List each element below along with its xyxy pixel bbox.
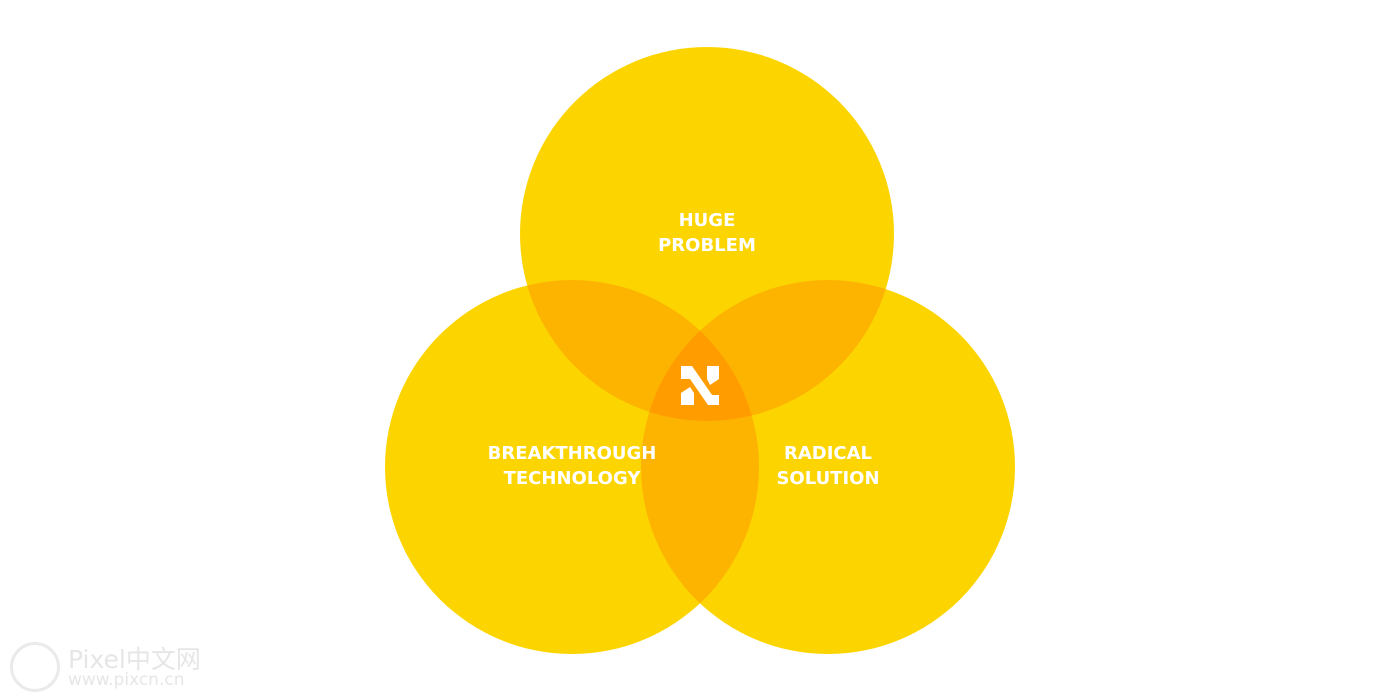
watermark-title: Pixel中文网 xyxy=(68,645,201,674)
label-solution: SOLUTION xyxy=(776,468,879,489)
watermark-url: www.pixcn.cn xyxy=(68,670,185,690)
label-technology: TECHNOLOGY xyxy=(504,468,642,489)
watermark-logo-icon xyxy=(10,642,60,692)
label-breakthrough: BREAKTHROUGH xyxy=(488,443,657,464)
overlap-top-right xyxy=(641,280,894,421)
label-radical: RADICAL xyxy=(784,443,872,464)
x-logo-icon xyxy=(681,366,719,405)
overlap-top-left xyxy=(520,280,759,421)
label-problem: PROBLEM xyxy=(658,235,756,256)
label-huge: HUGE xyxy=(679,210,736,231)
